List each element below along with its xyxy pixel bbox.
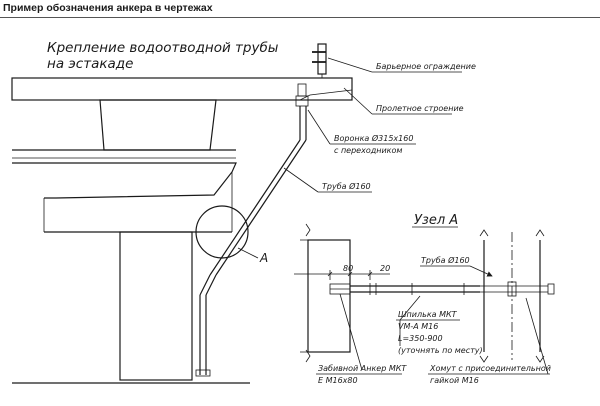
drawing-title-line2: на эстакаде bbox=[47, 56, 133, 72]
deck-slab bbox=[11, 77, 353, 151]
pier-cap bbox=[12, 149, 237, 233]
detail-clamp-line2: гайкой M16 bbox=[430, 376, 479, 385]
callout-span: Пролетное строение bbox=[343, 87, 464, 115]
detail-callout-stud: Шпилька МКТ VM-A M16 L=350-900 (уточнять… bbox=[396, 295, 483, 355]
callout-barrier: Барьерное ограждение bbox=[327, 57, 476, 73]
detail-concrete-wall bbox=[300, 223, 351, 363]
column bbox=[12, 231, 250, 384]
callout-barrier-label: Барьерное ограждение bbox=[376, 62, 476, 71]
callout-span-label: Пролетное строение bbox=[376, 104, 464, 113]
detail-stud-line1: Шпилька МКТ bbox=[398, 310, 458, 319]
detail-anchor bbox=[329, 283, 351, 295]
detail-circle-a: А bbox=[195, 205, 268, 265]
detail-callout-pipe-label: Труба Ø160 bbox=[421, 255, 470, 265]
detail-stud-line4: (уточнять по месту) bbox=[398, 346, 483, 355]
callout-funnel: Воронка Ø315x160 с переходником bbox=[307, 109, 416, 155]
detail-callout-anchor: Забивной Анкер МКТ E M16x80 bbox=[316, 293, 407, 385]
detail-title: Узел А bbox=[414, 213, 458, 228]
detail-callout-clamp: Хомут с присоединительной гайкой M16 bbox=[428, 297, 551, 385]
detail-stud-line3: L=350-900 bbox=[398, 334, 443, 343]
detail-callout-pipe: Труба Ø160 bbox=[420, 255, 493, 277]
drain-pipe bbox=[195, 83, 309, 377]
drawing-title-line1: Крепление водоотводной трубы bbox=[47, 40, 279, 56]
callout-funnel-line2: с переходником bbox=[334, 146, 402, 155]
detail-stud-line2: VM-A M16 bbox=[398, 322, 438, 331]
callout-funnel-line1: Воронка Ø315x160 bbox=[334, 133, 413, 143]
detail-pipe bbox=[479, 229, 545, 363]
callout-pipe-label: Труба Ø160 bbox=[322, 181, 371, 191]
dim-20-label: 20 bbox=[380, 264, 390, 273]
callout-pipe: Труба Ø160 bbox=[283, 167, 372, 193]
detail-clamp-line1: Хомут с присоединительной bbox=[429, 364, 551, 373]
callout-a-label: А bbox=[259, 251, 268, 265]
header-title: Пример обозначения анкера в чертежах bbox=[3, 2, 213, 14]
detail-anchor-line2: E M16x80 bbox=[318, 376, 358, 385]
dim-80-label: 80 bbox=[343, 264, 353, 273]
detail-dimensions: 80 20 bbox=[294, 264, 390, 280]
barrier-railing bbox=[312, 43, 327, 78]
detail-anchor-line1: Забивной Анкер МКТ bbox=[318, 364, 407, 373]
detail-threaded-stud bbox=[350, 283, 555, 295]
header-divider bbox=[0, 17, 600, 18]
